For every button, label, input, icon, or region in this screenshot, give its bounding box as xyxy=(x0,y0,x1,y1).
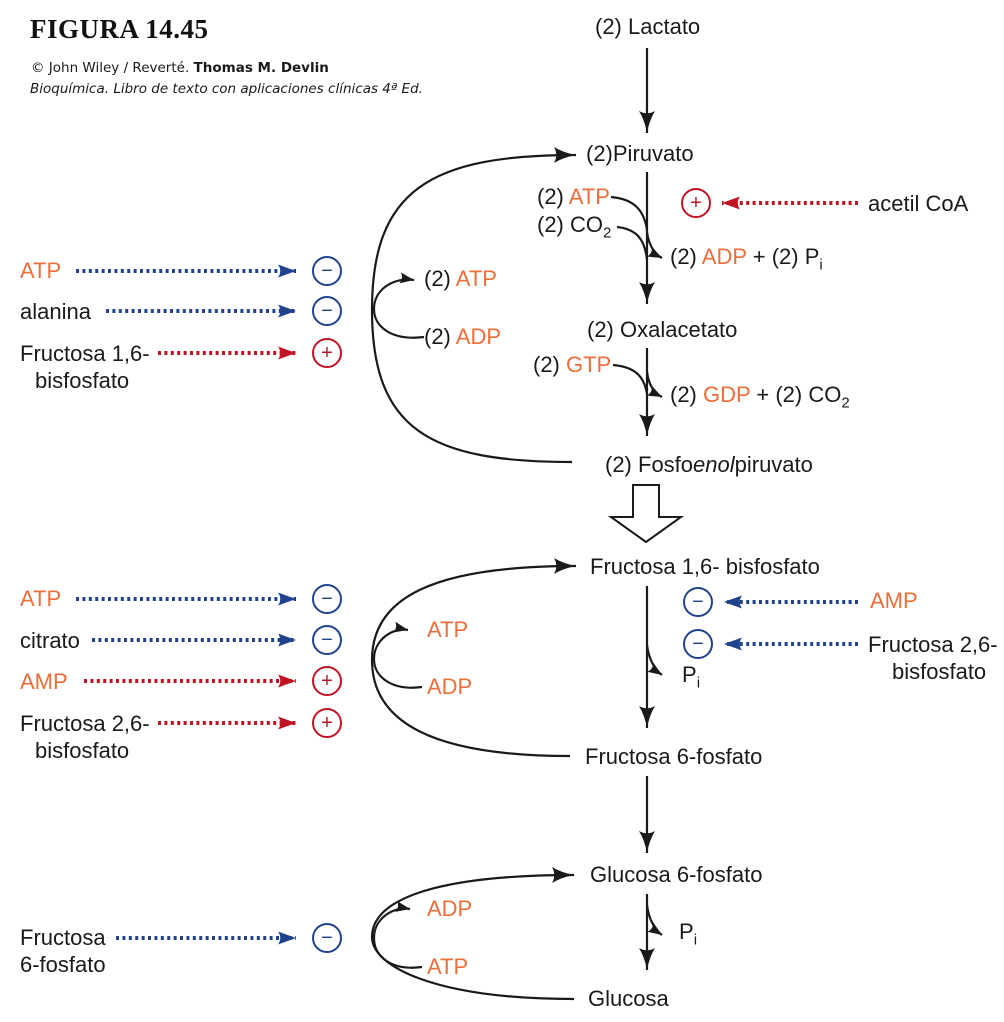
regulator-citrato: citrato xyxy=(20,628,80,653)
loop1-adp-label: (2) ADP xyxy=(424,324,502,349)
inhibition-sign-atp-1: − xyxy=(312,256,342,286)
branch-pi-out-2 xyxy=(645,644,663,676)
inhibition-sign-f6p: − xyxy=(312,923,342,953)
figure-title: FIGURA 14.45 xyxy=(30,14,209,44)
loop2-atp-label: ATP xyxy=(427,617,469,642)
inhibition-sign-amp-right: − xyxy=(683,587,713,617)
branch-gdp-co2-out xyxy=(645,371,663,398)
regulator-f16bp: Fructosa 1,6-bisfosfato xyxy=(20,341,150,393)
node-glucosa: Glucosa xyxy=(588,986,669,1011)
regulator-f26bp: Fructosa 2,6-bisfosfato xyxy=(20,711,150,763)
regulator-amp: AMP xyxy=(20,669,68,694)
figure-credit: © John Wiley / Reverté. Thomas M. Devlin xyxy=(31,60,329,76)
author-name: Thomas M. Devlin xyxy=(193,60,329,76)
activation-sign-amp: + xyxy=(312,666,342,696)
inhibition-sign-atp-2: − xyxy=(312,584,342,614)
loop1-adp-to-atp-curve xyxy=(372,272,425,339)
loop-f6p-to-f16bp xyxy=(370,558,577,758)
loop-glucosa-to-g6p xyxy=(370,867,575,1001)
cofactor-2gdp-2co2-out: (2) GDP + (2) CO2 xyxy=(670,382,850,412)
cofactor-2gtp-in: (2) GTP xyxy=(533,352,612,377)
regulator-acetil-coa: acetil CoA xyxy=(868,191,969,216)
regulator-atp-2: ATP xyxy=(20,586,62,611)
node-fructosa-6-fosfato: Fructosa 6-fosfato xyxy=(585,744,763,769)
node-glucosa-6-fosfato: Glucosa 6-fosfato xyxy=(590,862,763,887)
cofactor-2atp-in: (2) ATP xyxy=(537,184,610,209)
branch-adp-pi-out xyxy=(645,231,663,259)
loop3-atp-to-adp-curve xyxy=(372,901,423,969)
curve-atp-in xyxy=(610,195,649,231)
loop2-adp-label: ADP xyxy=(427,674,473,699)
curve-gtp-in xyxy=(612,363,649,395)
curve-co2-in xyxy=(616,225,649,261)
loop3-adp-label: ADP xyxy=(427,896,473,921)
inhibition-sign-f26bp-right: − xyxy=(683,629,713,659)
activation-sign-acetil-coa: + xyxy=(681,188,711,218)
regulator-amp-right: AMP xyxy=(870,588,918,613)
regulator-atp-1: ATP xyxy=(20,258,62,283)
block-arrow-pep-to-f16bp xyxy=(607,484,685,544)
cofactor-2adp-2pi-out: (2) ADP + (2) Pi xyxy=(670,244,823,274)
loop2-adp-to-atp-curve xyxy=(372,621,423,689)
figure-book-title: Bioquímica. Libro de texto con aplicacio… xyxy=(30,81,423,97)
node-fosfoenolpiruvato: (2) Fosfoenolpiruvato xyxy=(605,452,813,477)
cofactor-2co2-in: (2) CO2 xyxy=(537,212,612,242)
loop1-atp-label: (2) ATP xyxy=(424,266,497,291)
activation-sign-f26bp: + xyxy=(312,708,342,738)
regulator-f26bp-right: Fructosa 2,6-bisfosfato xyxy=(868,632,998,684)
branch-pi-out-3 xyxy=(645,904,663,936)
loop-pep-to-piruvato xyxy=(370,147,577,464)
inhibition-sign-citrato: − xyxy=(312,625,342,655)
regulator-alanina: alanina xyxy=(20,299,91,324)
node-piruvato: (2)Piruvato xyxy=(586,141,694,166)
node-oxalacetato: (2) Oxalacetato xyxy=(587,317,738,342)
loop3-atp-label: ATP xyxy=(427,954,469,979)
pi-label-2: Pi xyxy=(682,662,701,692)
node-lactato: (2) Lactato xyxy=(595,14,701,39)
activation-sign-f16bp: + xyxy=(312,338,342,368)
node-fructosa-16-bisfosfato: Fructosa 1,6- bisfosfato xyxy=(590,554,820,579)
inhibition-sign-alanina: − xyxy=(312,296,342,326)
pi-label-3: Pi xyxy=(679,919,698,949)
